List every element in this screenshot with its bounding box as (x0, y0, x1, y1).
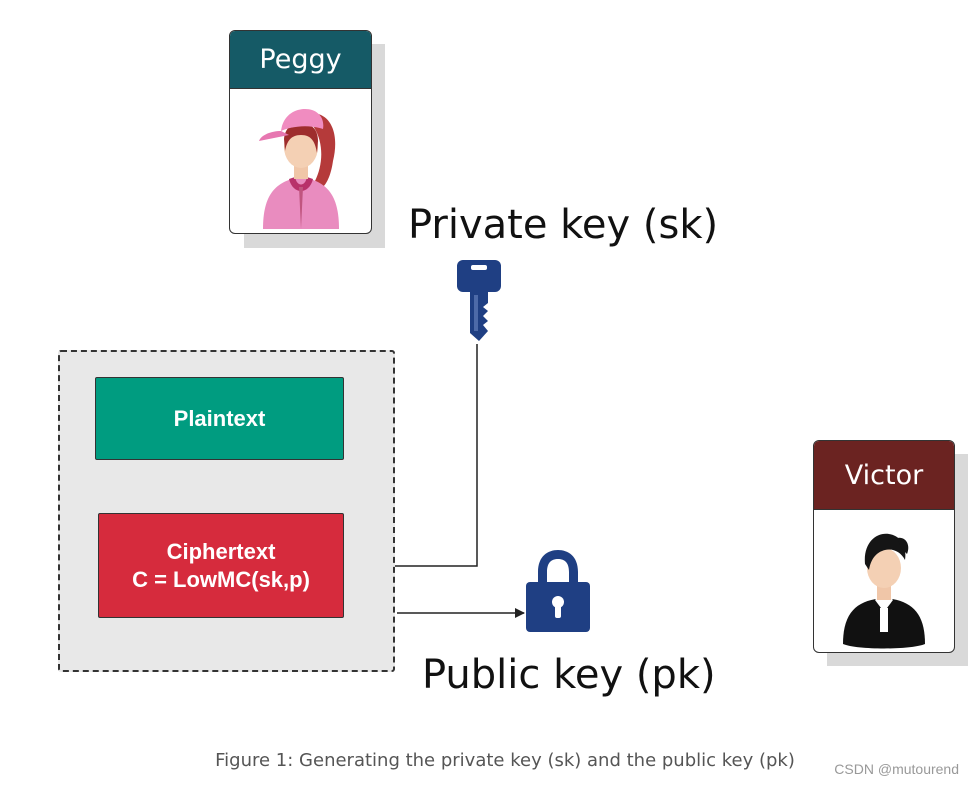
plaintext-box: Plaintext (95, 377, 344, 460)
victor-name: Victor (814, 441, 954, 510)
private-key-label: Private key (sk) (408, 202, 719, 248)
watermark: CSDN @mutourend (834, 761, 959, 777)
woman-avatar-icon (258, 109, 339, 229)
figure-caption: Figure 1: Generating the private key (sk… (215, 750, 795, 771)
plaintext-label: Plaintext (173, 405, 266, 431)
victor-card: Victor (813, 440, 955, 653)
peggy-avatar (230, 89, 371, 233)
victor-avatar (814, 510, 954, 652)
padlock-icon (526, 550, 590, 632)
public-key-label: Public key (pk) (422, 652, 716, 698)
peggy-card: Peggy (229, 30, 372, 234)
ciphertext-box: Ciphertext C = LowMC(sk,p) (98, 513, 344, 618)
ciphertext-formula: C = LowMC(sk,p) (132, 566, 310, 592)
man-avatar-icon (843, 533, 925, 648)
peggy-name: Peggy (230, 31, 371, 89)
key-icon (457, 260, 501, 341)
ciphertext-label: Ciphertext (166, 538, 276, 564)
